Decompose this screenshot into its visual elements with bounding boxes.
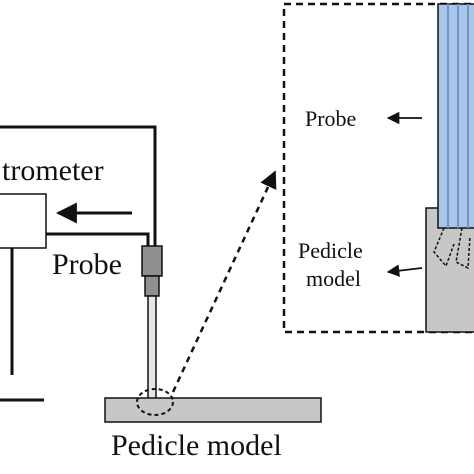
inset-pedicle-label-line2: model bbox=[306, 266, 361, 291]
pedicle-model-slab bbox=[104, 397, 322, 423]
probe-label: Probe bbox=[52, 248, 122, 281]
inset-light-paths bbox=[433, 227, 471, 270]
spectrometer-cable-loop bbox=[0, 125, 157, 248]
zoom-arrow bbox=[171, 170, 277, 393]
probe-body-lower bbox=[144, 275, 160, 297]
inset-pedicle-arrow bbox=[386, 264, 423, 277]
spectrometer-label: trometer bbox=[2, 154, 104, 187]
probe-tip-highlight bbox=[136, 388, 174, 416]
inset-probe-label: Probe bbox=[305, 106, 356, 131]
probe-body-upper bbox=[141, 245, 163, 277]
inset-frame bbox=[282, 2, 474, 334]
probe-needle bbox=[147, 295, 157, 409]
fiber-cable bbox=[46, 232, 150, 248]
pedicle-model-label: Pedicle model bbox=[111, 429, 282, 462]
spectrometer-box bbox=[0, 193, 47, 249]
inset-pedicle-label-line1: Pedicle bbox=[298, 238, 363, 263]
